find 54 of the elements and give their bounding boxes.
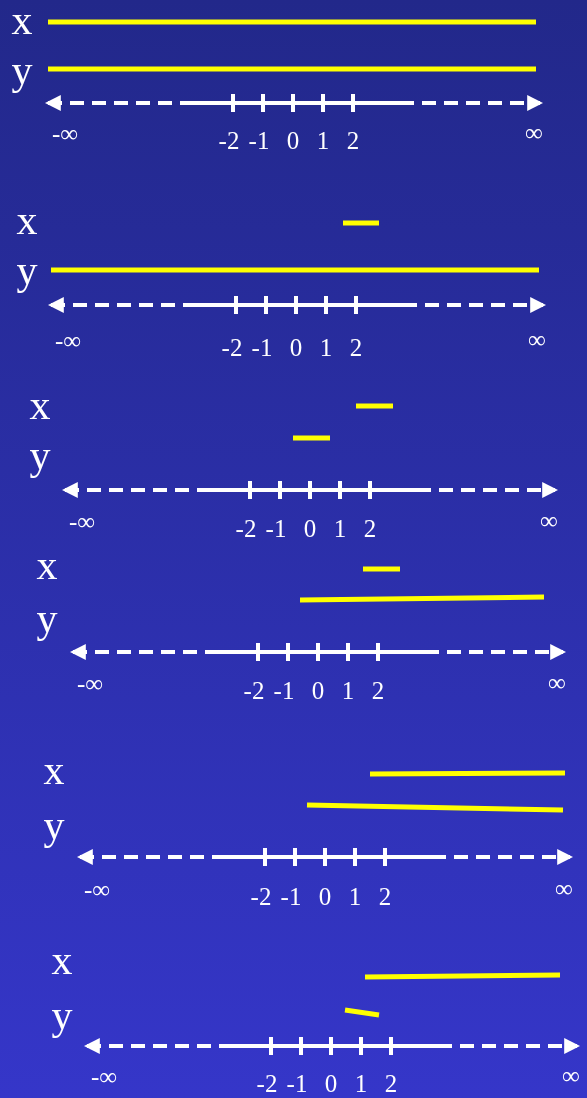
axis-end-label: ∞ [562,1062,580,1088]
tick-label: 1 [348,883,362,909]
tick-label: -1 [251,334,273,360]
variable-label: y [29,434,51,476]
variable-label: y [51,994,73,1036]
tick-label: -1 [265,515,287,541]
axis-end-label: -∞ [51,120,79,146]
axis-end-label: ∞ [548,669,566,695]
axis-end-label: -∞ [76,670,104,696]
variable-label: y [11,49,33,91]
tick-label: -2 [256,1070,278,1096]
tick-label: 0 [289,334,303,360]
tick-label: 0 [286,127,300,153]
axis-end-label: ∞ [528,326,546,352]
variable-label: y [36,597,58,639]
tick-label: -1 [280,883,302,909]
axis-end-label: ∞ [540,507,558,533]
variable-label: x [51,939,73,981]
tick-label: 0 [318,883,332,909]
axis-end-label: -∞ [83,876,111,902]
tick-label: -2 [235,515,257,541]
tick-label: 0 [311,677,325,703]
tick-label: 1 [316,127,330,153]
variable-label: y [16,249,38,291]
tick-label: 2 [349,334,363,360]
axis-end-label: -∞ [90,1063,118,1089]
tick-label: 0 [303,515,317,541]
tick-label: 2 [363,515,377,541]
axis-end-label: ∞ [525,119,543,145]
variable-label: x [16,199,38,241]
tick-label: -1 [286,1070,308,1096]
variable-label: x [36,544,58,586]
tick-label: -2 [221,334,243,360]
axis-end-label: -∞ [68,508,96,534]
tick-label: -1 [273,677,295,703]
tick-label: -2 [250,883,272,909]
tick-label: -2 [218,127,240,153]
tick-label: -2 [243,677,265,703]
tick-label: -1 [248,127,270,153]
tick-label: 1 [341,677,355,703]
tick-label: 1 [354,1070,368,1096]
tick-label: 2 [371,677,385,703]
variable-label: y [43,804,65,846]
tick-label: 2 [378,883,392,909]
variable-label: x [43,749,65,791]
tick-label: 2 [384,1070,398,1096]
variable-label: x [11,0,33,41]
axis-end-label: -∞ [54,327,82,353]
tick-label: 1 [333,515,347,541]
axis-end-label: ∞ [555,875,573,901]
tick-label: 2 [346,127,360,153]
tick-label: 0 [324,1070,338,1096]
tick-label: 1 [319,334,333,360]
variable-label: x [29,384,51,426]
